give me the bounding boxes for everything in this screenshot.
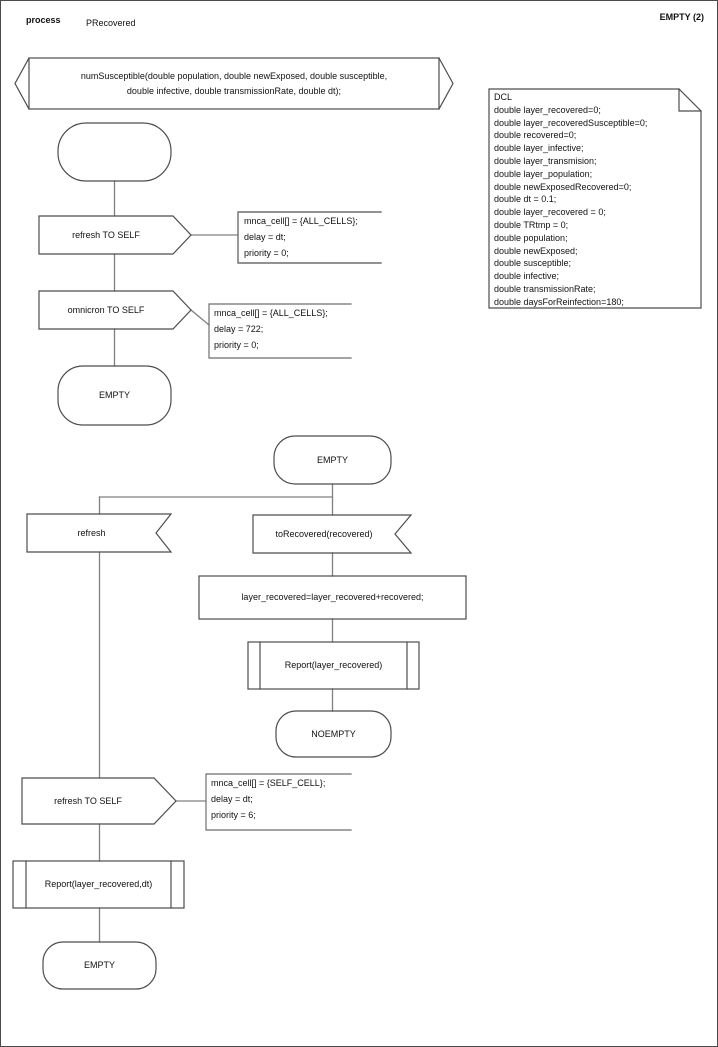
annotation-refresh-self-bracket	[205, 773, 352, 831]
procedure-report-label: Report(layer_recovered)	[284, 660, 383, 670]
annotation-refresh-top-bracket	[237, 211, 382, 264]
header-page-label: EMPTY (2)	[659, 12, 704, 22]
signature-banner-left-bracket	[14, 57, 30, 110]
annotation-refresh-top-text: mnca_cell[] = {ALL_CELLS}; delay = dt; p…	[244, 216, 358, 258]
procedure-report-shape	[247, 641, 420, 690]
dcl-note-fold	[678, 88, 702, 112]
dcl-note-text: DCL double layer_recovered=0; double lay…	[494, 92, 648, 307]
state-noempty-shape	[275, 710, 392, 758]
task-layer-recovered-label: layer_recovered=layer_recovered+recovere…	[241, 592, 424, 602]
dcl-note-shape	[488, 88, 702, 309]
input-refresh-label: refresh	[77, 527, 106, 538]
send-omnicron-label: omnicron TO SELF	[67, 304, 145, 315]
signature-banner-shape	[28, 57, 440, 110]
state-empty-top-shape	[57, 365, 172, 426]
annotation-omnicron-bracket	[208, 303, 352, 359]
procedure-report-dt-shape	[12, 860, 185, 909]
connector-lines	[98, 180, 334, 943]
send-refresh-top-shape	[38, 215, 192, 255]
signature-banner-text: numSusceptible(double population, double…	[80, 70, 388, 96]
send-refresh-self-label: refresh TO SELF	[54, 795, 122, 806]
signature-banner-right-bracket	[438, 57, 454, 110]
send-refresh-top-label: refresh TO SELF	[72, 229, 140, 240]
state-empty-mid-label: EMPTY	[316, 454, 348, 465]
state-empty-mid-shape	[273, 435, 392, 485]
connector-omnicron-to-annotation	[190, 309, 210, 326]
task-layer-recovered-shape	[198, 575, 467, 620]
header-kind-label: process	[26, 15, 61, 25]
annotation-refresh-self-text: mnca_cell[] = {SELF_CELL}; delay = dt; p…	[211, 778, 326, 820]
header-process-name: PRecovered	[86, 18, 136, 28]
procedure-report-dt-label: Report(layer_recovered,dt)	[44, 879, 153, 889]
start-state-shape	[57, 122, 172, 182]
send-refresh-self-shape	[21, 777, 177, 825]
input-refresh-shape	[26, 513, 173, 553]
annotation-omnicron-text: mnca_cell[] = {ALL_CELLS}; delay = 722; …	[214, 308, 328, 350]
state-empty-bottom-label: EMPTY	[83, 960, 115, 970]
state-empty-bottom-shape	[42, 941, 157, 990]
state-empty-top-label: EMPTY	[98, 390, 130, 400]
send-omnicron-shape	[38, 290, 192, 330]
input-torecovered-shape	[252, 514, 413, 554]
state-noempty-label: NOEMPTY	[311, 728, 356, 739]
input-torecovered-label: toRecovered(recovered)	[275, 528, 373, 539]
